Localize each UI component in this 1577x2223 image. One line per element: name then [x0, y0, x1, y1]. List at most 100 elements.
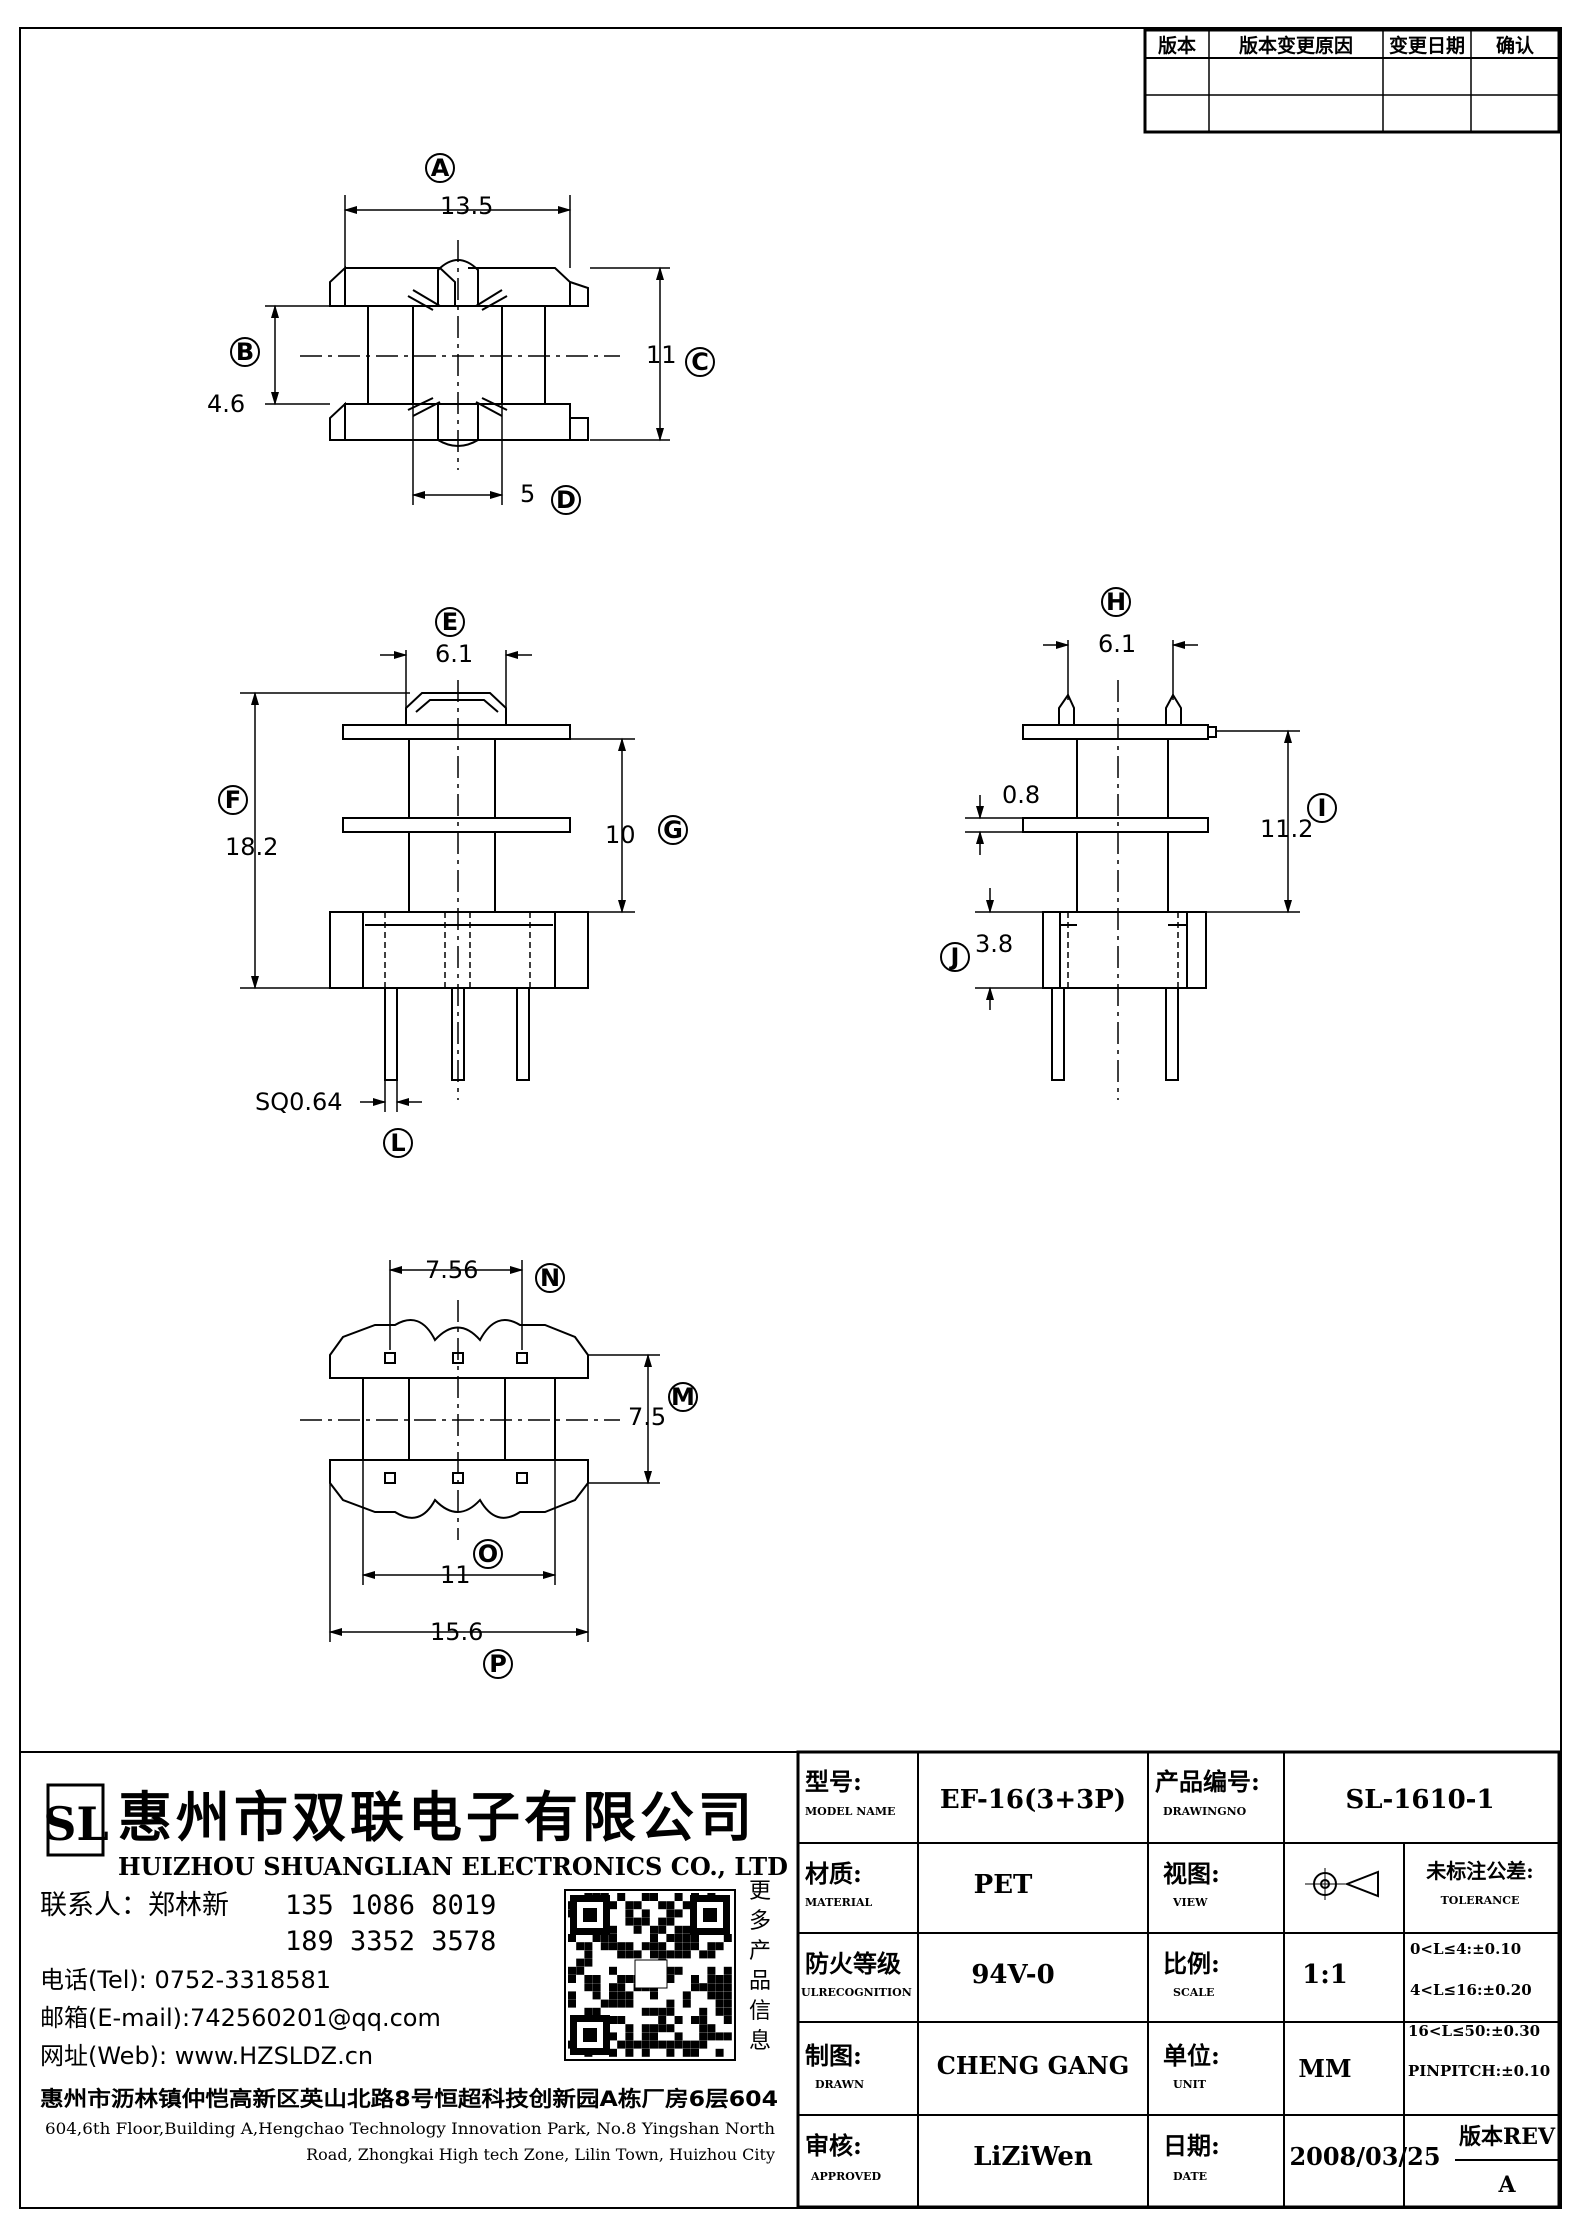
svg-text:C: C [691, 348, 709, 376]
drawing-value: SL-1610-1 [1345, 1785, 1494, 1815]
svg-text:G: G [663, 816, 683, 844]
front-view [240, 650, 635, 1112]
address-cn: 惠州市沥林镇仲恺高新区英山北路8号恒超科技创新园A栋厂房6层604 [40, 2087, 778, 2111]
model-label: 型号: [805, 1767, 862, 1796]
dim-n-value: 7.56 [425, 1256, 478, 1284]
side-view [965, 640, 1300, 1100]
approved-value: LiZiWen [973, 2142, 1093, 2172]
svg-text:多: 多 [749, 1909, 771, 1934]
sheet-border [19, 27, 1562, 2209]
company-name-cn: 惠州市双联电子有限公司 [118, 1785, 756, 1849]
contact-phone-1: 135 1086 8019 [285, 1890, 496, 1921]
date-label-en: DATE [1173, 2170, 1207, 2183]
company-block: SL 惠州市双联电子有限公司 HUIZHOU SHUANGLIAN ELECTR… [20, 1751, 1561, 2164]
drawn-value: CHENG GANG [937, 2051, 1129, 2080]
dim-d-value: 5 [520, 480, 535, 508]
dim-f-value: 18.2 [225, 833, 278, 861]
address-en-1: 604,6th Floor,Building A,Hengchao Techno… [45, 2119, 775, 2138]
rev-header-reason: 版本变更原因 [1239, 34, 1353, 57]
callout-i: I [1307, 793, 1337, 823]
callout-a: A [425, 153, 455, 183]
company-name-en: HUIZHOU SHUANGLIAN ELECTRONICS CO., LTD [118, 1852, 788, 1881]
dim-o-value: 11 [440, 1561, 471, 1589]
dim-l-value: SQ0.64 [255, 1088, 343, 1116]
rev-header-date: 变更日期 [1389, 34, 1465, 57]
scale-label-en: SCALE [1173, 1986, 1214, 1999]
svg-text:SL: SL [43, 1797, 109, 1851]
svg-text:O: O [478, 1540, 498, 1568]
tolerance-4: PINPITCH:±0.10 [1408, 2062, 1550, 2080]
svg-text:I: I [1318, 794, 1327, 822]
callout-e: E [435, 607, 465, 637]
company-logo: SL [43, 1783, 109, 1857]
material-label-en: MATERIAL [805, 1896, 873, 1909]
fire-label: 防火等级 [805, 1949, 901, 1978]
title-block [796, 1750, 1561, 2209]
approved-label-en: APPROVED [810, 2170, 882, 2183]
dim-b-value: 4.6 [207, 390, 245, 418]
callout-m: M [668, 1382, 698, 1412]
fire-label-en: ULRECOGNITION [801, 1986, 912, 1999]
svg-text:产: 产 [749, 1939, 771, 1964]
view-label-en: VIEW [1172, 1896, 1208, 1909]
dim-m-value: 7.5 [628, 1403, 666, 1431]
callout-b: B [230, 337, 260, 367]
dim-a-value: 13.5 [440, 192, 493, 220]
tolerance-label-en: TOLERANCE [1441, 1894, 1520, 1907]
rev-header-version: 版本 [1158, 34, 1196, 57]
svg-text:品: 品 [749, 1969, 771, 1994]
callout-n: N [535, 1263, 565, 1293]
rev-header-confirm: 确认 [1496, 34, 1534, 57]
svg-text:B: B [236, 338, 254, 366]
rev-label: 版本REV [1459, 2124, 1556, 2150]
model-label-en: MODEL NAME [805, 1805, 895, 1818]
scale-value: 1:1 [1302, 1960, 1348, 1990]
fire-value: 94V-0 [971, 1960, 1054, 1990]
callout-p: P [483, 1649, 513, 1679]
unit-label: 单位: [1163, 2041, 1220, 2070]
approved-label: 审核: [805, 2131, 862, 2160]
svg-text:D: D [556, 486, 576, 514]
contact-tel: 电话(Tel): 0752-3318581 [40, 1966, 331, 1994]
dim-gap-value: 0.8 [1002, 781, 1040, 809]
callout-l: L [383, 1128, 413, 1158]
svg-text:J: J [949, 943, 960, 971]
material-label: 材质: [805, 1859, 862, 1888]
contact-person: 联系人：郑林新 [40, 1890, 229, 1921]
svg-text:信: 信 [749, 1999, 771, 2024]
callout-c: C [685, 347, 715, 377]
tolerance-1: 0<L≤4:±0.10 [1410, 1940, 1521, 1958]
tolerance-2: 4<L≤16:±0.20 [1410, 1981, 1532, 1999]
top-view [265, 195, 670, 505]
drawing-label: 产品编号: [1155, 1767, 1260, 1796]
unit-value: MM [1298, 2054, 1351, 2083]
tolerance-label: 未标注公差: [1426, 1859, 1533, 1883]
address-en-2: Road, Zhongkai High tech Zone, Lilin Tow… [306, 2145, 775, 2164]
svg-text:L: L [390, 1129, 405, 1157]
drawn-label-en: DRAWN [815, 2078, 864, 2091]
callout-h: H [1101, 587, 1131, 617]
dim-p-value: 15.6 [430, 1618, 483, 1646]
svg-text:息: 息 [749, 2029, 771, 2054]
svg-text:E: E [442, 608, 458, 636]
callout-f: F [218, 785, 248, 815]
unit-label-en: UNIT [1173, 2078, 1207, 2091]
dim-e-value: 6.1 [435, 640, 473, 668]
callout-j: J [940, 942, 970, 972]
bottom-view [300, 1260, 660, 1642]
view-label: 视图: [1163, 1859, 1220, 1888]
contact-web: 网址(Web): www.HZSLDZ.cn [40, 2042, 373, 2070]
svg-text:更: 更 [749, 1879, 771, 1904]
dim-j-value: 3.8 [975, 930, 1013, 958]
scale-label: 比例: [1163, 1949, 1220, 1978]
revision-table: 版本 版本变更原因 变更日期 确认 [1143, 28, 1561, 134]
dim-c-value: 11 [646, 341, 677, 369]
svg-text:N: N [540, 1264, 560, 1292]
dim-i-value: 11.2 [1260, 815, 1313, 843]
rev-value: A [1497, 2172, 1516, 2198]
svg-text:H: H [1106, 588, 1126, 616]
svg-text:M: M [671, 1383, 695, 1411]
svg-text:A: A [431, 154, 450, 182]
callout-d: D [551, 485, 581, 515]
callout-g: G [658, 815, 688, 845]
